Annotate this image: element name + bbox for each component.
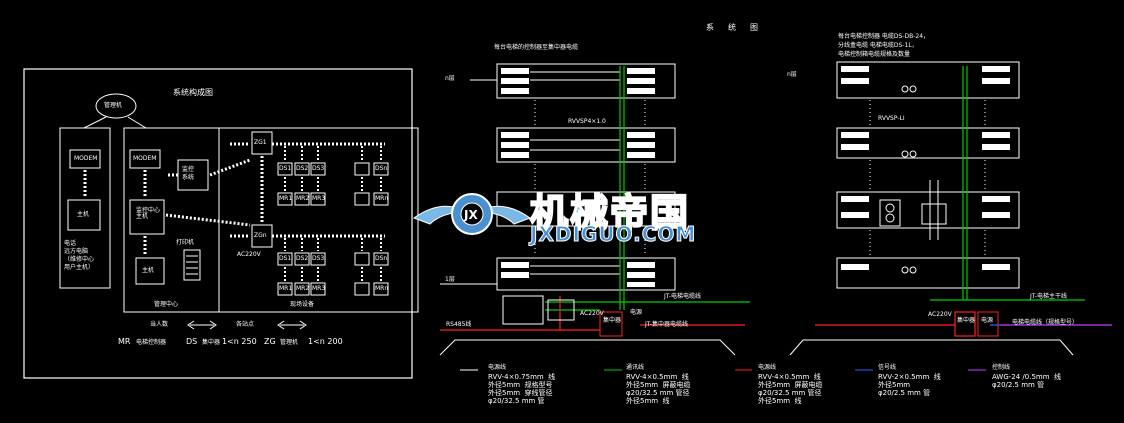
ds-label: DSn bbox=[375, 165, 388, 172]
zg1-label: ZG1 bbox=[254, 139, 267, 146]
ds-label: DS2 bbox=[296, 165, 309, 172]
modem-right-label: MODEM bbox=[133, 155, 157, 162]
remote-pc-label: 主机 bbox=[77, 211, 90, 218]
bottom-zg-desc: 管理机 bbox=[280, 339, 299, 346]
right-note-3: 电梯控制箱电缆规格及数量 bbox=[838, 51, 911, 58]
bottom-ds-value: 1<n 250 bbox=[222, 337, 257, 346]
legend-item-text: RVV-4×0.5mm 线 外径5mm 屏蔽电缆 φ20/32.5 mm 管径 … bbox=[626, 373, 691, 405]
right-controller: 集中器 bbox=[957, 317, 976, 324]
right-line-2: 电梯电缆线（规格型号） bbox=[1012, 319, 1079, 326]
modem-left-label: MODEM bbox=[74, 155, 98, 162]
mr-label: MR1 bbox=[279, 285, 293, 292]
watermark-cn: 机械帝国 bbox=[529, 190, 691, 236]
legend-item-title: 电源线 bbox=[758, 364, 777, 371]
ds-label: DS2 bbox=[296, 255, 309, 262]
bottom-zg-value: 1<n 200 bbox=[308, 337, 343, 346]
right-ac: AC220V bbox=[928, 311, 952, 318]
middle-cable2: JT-电梯电缆线 bbox=[664, 293, 702, 300]
bottom-mr: MR bbox=[118, 337, 131, 346]
right-floor-n: n层 bbox=[787, 71, 797, 78]
remote-description: 电话 远方电脑 （维修中心 用户主机） bbox=[64, 240, 95, 271]
ac-label-left: AC220V bbox=[237, 251, 261, 258]
legend-item-title: 信号线 bbox=[878, 364, 897, 371]
gear-wings-logo-icon: JX bbox=[412, 193, 532, 235]
legend-a-label: 当人数 bbox=[150, 321, 169, 328]
right-note-2: 分线盒电缆 电梯电缆DS-1L， bbox=[838, 42, 918, 49]
mr-label: MR2 bbox=[296, 195, 310, 202]
middle-busline: RS485线 bbox=[446, 321, 472, 328]
middle-floor-1: 1层 bbox=[445, 276, 455, 283]
middle-power: 电源 bbox=[630, 309, 643, 316]
bottom-mr-desc: 电梯控制器 bbox=[136, 339, 167, 346]
middle-cable-label: RVVSP4×1.0 bbox=[568, 118, 606, 125]
legend-b-label: 各站点 bbox=[236, 321, 255, 328]
legend-item-title: 通讯线 bbox=[626, 364, 645, 371]
right-power: 电源 bbox=[981, 317, 994, 324]
middle-jt-label: JT-集中器电缆线 bbox=[645, 321, 689, 328]
right-cable-label: RVVSP-LI bbox=[878, 115, 905, 122]
legend-item-text: AWG-24 /0.5mm 线 φ20/2.5 mm 管 bbox=[992, 373, 1061, 389]
right-line-1: JT-电梯主干线 bbox=[1030, 293, 1068, 300]
middle-controller: 集中器 bbox=[603, 317, 622, 324]
watermark-en: JXDIGUO.COM bbox=[529, 222, 697, 247]
middle-note: 每台电梯的控制器至集中器电缆 bbox=[494, 44, 579, 51]
printer-label: 打印机 bbox=[176, 239, 195, 246]
legend-item-title: 控制线 bbox=[992, 364, 1011, 371]
system-diagram-title: 系统图 bbox=[706, 23, 772, 32]
middle-ac: AC220V bbox=[580, 310, 604, 317]
center-label: 管理中心 bbox=[154, 301, 179, 308]
legend-item-title: 电源线 bbox=[488, 364, 507, 371]
mr-label: MR2 bbox=[296, 285, 310, 292]
zgn-label: ZGn bbox=[254, 232, 267, 239]
ds-label: DS1 bbox=[279, 255, 292, 262]
mr-label: MR3 bbox=[312, 285, 326, 292]
legend-item-text: RVV-2×0.5mm 线 外径5mm φ20/2.5 mm 管 bbox=[878, 373, 941, 397]
monitor-box-label: 监控 系统 bbox=[182, 166, 195, 181]
ds-label: DSn bbox=[375, 255, 388, 262]
center-pc-label: 监控中心 主机 bbox=[136, 207, 161, 220]
mr-label: MRn bbox=[375, 195, 389, 202]
ds-label: DS3 bbox=[312, 165, 325, 172]
field-label: 现场设备 bbox=[290, 301, 315, 308]
bottom-zg: ZG bbox=[264, 337, 276, 346]
bottom-ds: DS bbox=[186, 337, 198, 346]
watermark: JX 机械帝国 JXDIGUO.COM bbox=[412, 178, 712, 248]
mr-label: MR3 bbox=[312, 195, 326, 202]
bottom-ds-desc: 集中器 bbox=[202, 339, 221, 346]
ds-label: DS3 bbox=[312, 255, 325, 262]
mainframe-label: 管理机 bbox=[104, 102, 123, 109]
left-panel-title: 系统构成图 bbox=[173, 88, 213, 97]
svg-text:JX: JX bbox=[463, 208, 478, 222]
mr-label: MR1 bbox=[279, 195, 293, 202]
legend-item-text: RVV-4×0.75mm 线 外径5mm 规格型号 外径5mm 穿线管径 φ20… bbox=[488, 373, 556, 405]
mr-label: MRn bbox=[375, 285, 389, 292]
host-label: 主机 bbox=[142, 267, 155, 274]
right-note-1: 每台电梯控制器 电缆DS-DB-24， bbox=[838, 33, 930, 40]
legend-item-text: RVV-4×0.5mm 线 外径5mm 屏蔽电缆 φ20/32.5 mm 管径 … bbox=[758, 373, 823, 405]
ds-label: DS1 bbox=[279, 165, 292, 172]
middle-floor-n: n层 bbox=[445, 75, 455, 82]
